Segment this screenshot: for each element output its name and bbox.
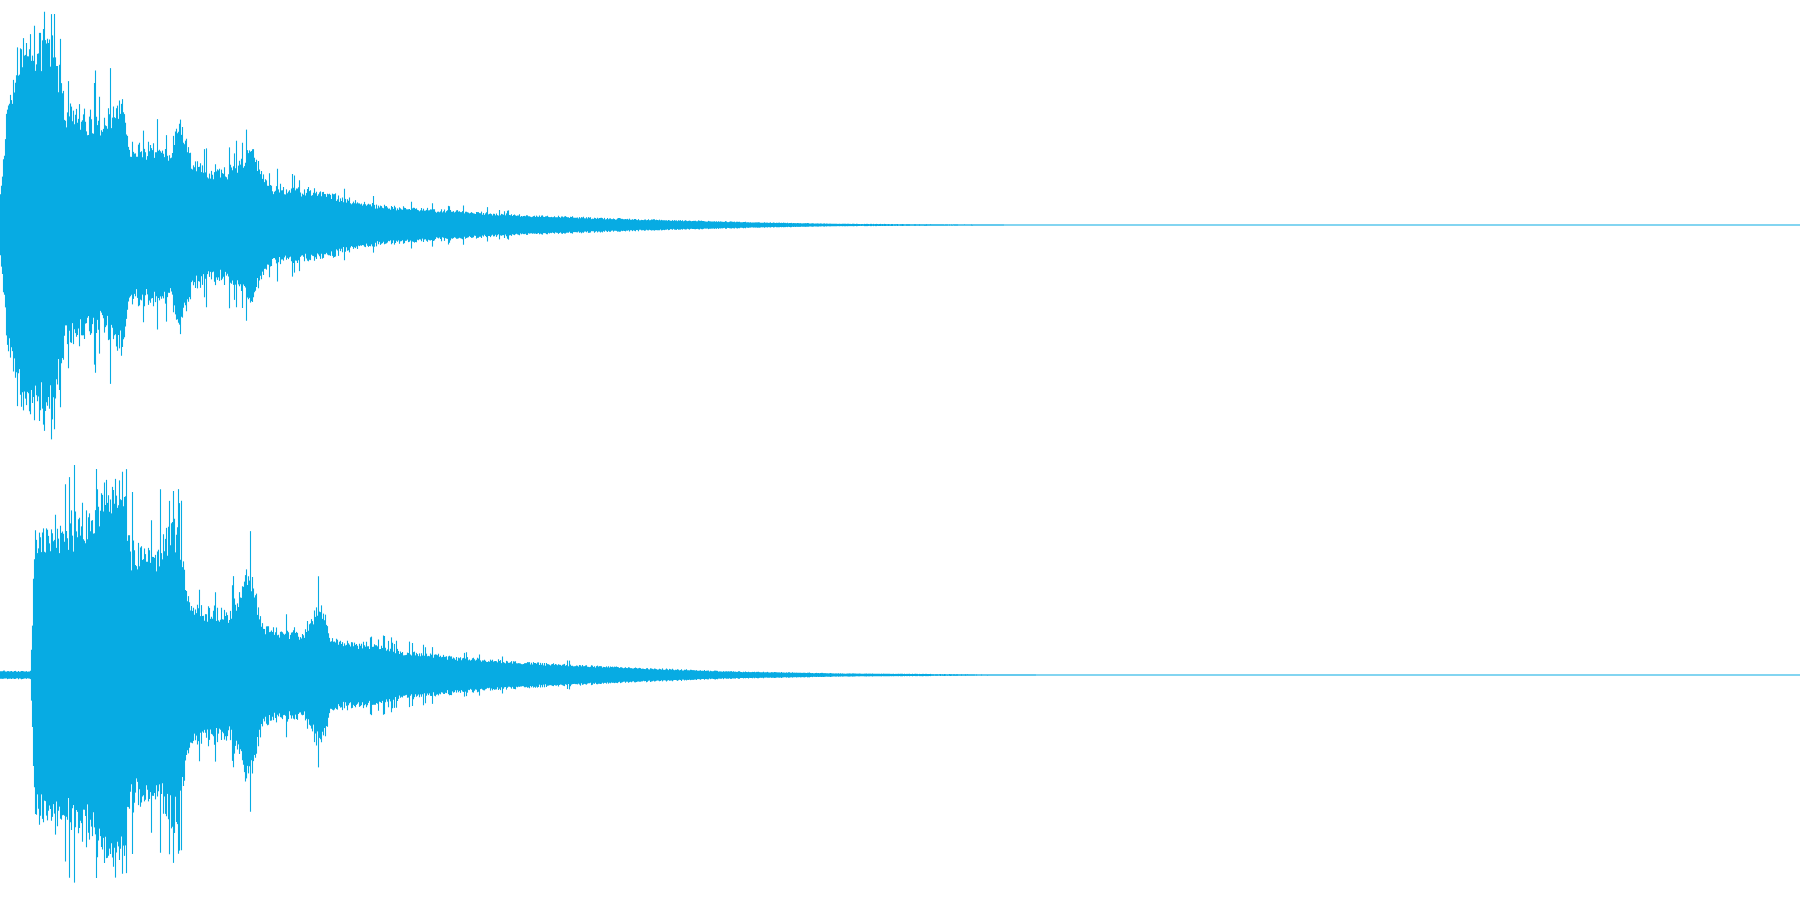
channel-waveform-body (0, 465, 1037, 883)
channel-bottom-waveform (0, 465, 1800, 883)
channel-top-waveform (0, 11, 1800, 440)
channel-waveform-body (0, 11, 1005, 440)
channel-lead-in-blip (0, 670, 13, 679)
